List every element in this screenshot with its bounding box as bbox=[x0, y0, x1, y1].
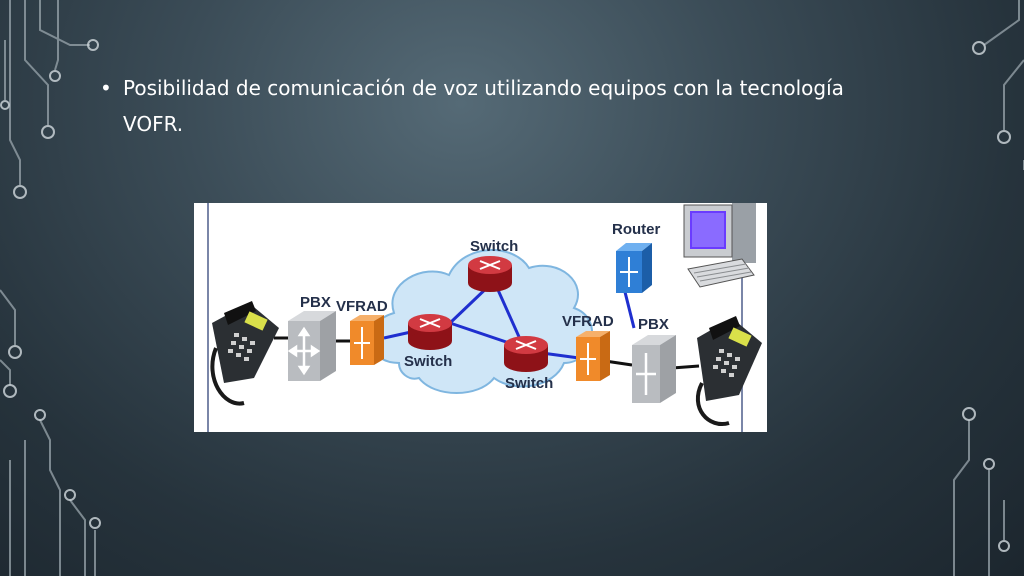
label-switch-left: Switch bbox=[404, 353, 452, 370]
label-switch-right: Switch bbox=[505, 375, 553, 392]
bullet-text: Posibilidad de comunicación de voz utili… bbox=[123, 76, 844, 136]
pbx-right-icon bbox=[632, 335, 676, 403]
label-switch-top: Switch bbox=[470, 238, 518, 255]
circuit-decoration-left bbox=[0, 0, 101, 576]
label-vfrad-right: VFRAD bbox=[562, 313, 614, 330]
router-icon bbox=[616, 243, 652, 293]
pbx-left-icon bbox=[287, 311, 336, 381]
bullet-item: • Posibilidad de comunicación de voz uti… bbox=[100, 70, 880, 142]
telephone-left-icon bbox=[210, 301, 279, 406]
label-pbx-left: PBX bbox=[300, 294, 331, 311]
telephone-right-icon bbox=[695, 316, 762, 427]
vofr-network-diagram: PBX VFRAD Switch Switch bbox=[194, 203, 767, 432]
circuit-decoration-right bbox=[953, 0, 1024, 576]
switch-top-icon bbox=[468, 256, 512, 292]
vfrad-right-icon bbox=[576, 331, 610, 381]
label-pbx-right: PBX bbox=[638, 316, 669, 333]
switch-right-icon bbox=[504, 336, 548, 372]
bullet-point-icon: • bbox=[100, 76, 112, 100]
label-router: Router bbox=[612, 221, 660, 238]
label-vfrad-left: VFRAD bbox=[336, 298, 388, 315]
computer-icon bbox=[683, 203, 756, 288]
switch-left-icon bbox=[408, 314, 452, 350]
vfrad-left-icon bbox=[350, 315, 384, 365]
